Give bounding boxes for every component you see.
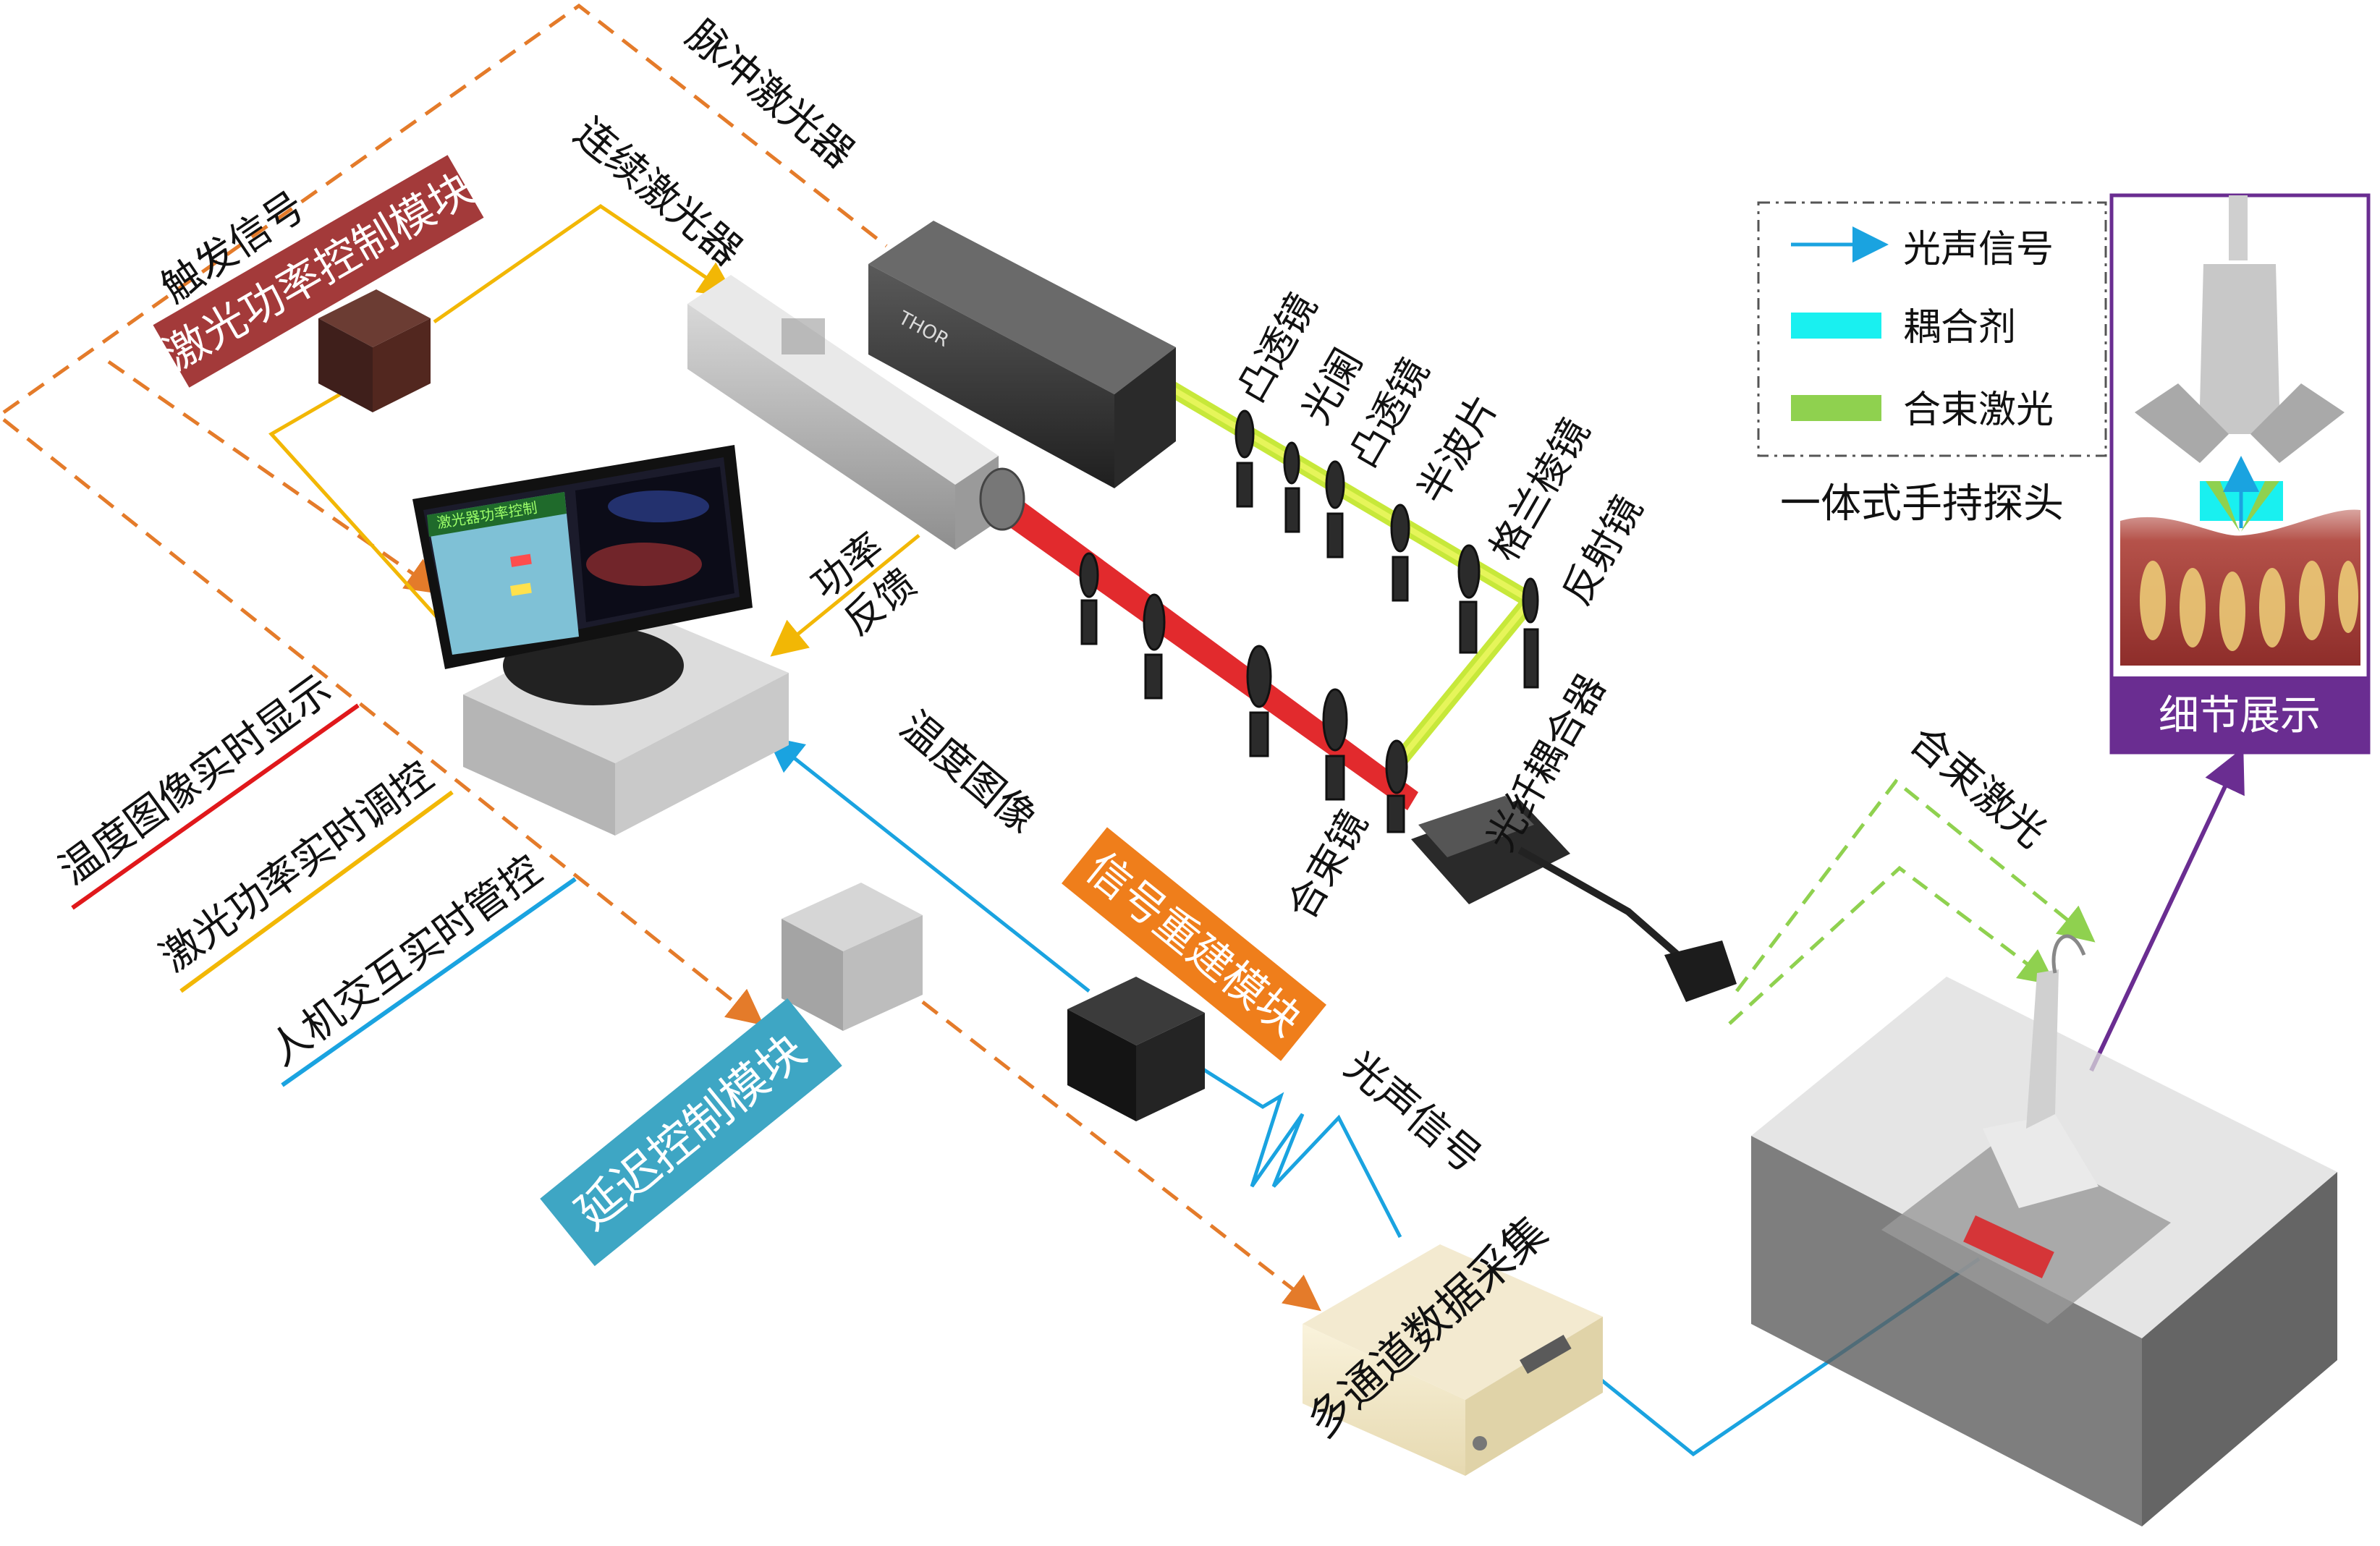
desk-front bbox=[463, 695, 615, 836]
handheld-probe-small bbox=[1664, 940, 1737, 1002]
signal-recon-cube bbox=[1067, 977, 1205, 1121]
detail-arrow bbox=[2089, 747, 2245, 1072]
fiber-coupler-stage bbox=[1411, 796, 1737, 1002]
detail-beam-left bbox=[2206, 481, 2240, 532]
combined-line-2 bbox=[1728, 865, 2056, 1025]
label-probe: 一体式手持探头 bbox=[1780, 480, 2064, 527]
daq-unit bbox=[1303, 1244, 1603, 1476]
trigger-lines bbox=[2, 3, 1321, 1312]
power-line-to-monitor bbox=[268, 392, 443, 624]
label-pa-signal: 光声信号 bbox=[1336, 1042, 1490, 1183]
module-delay-label: 延迟控制模块 bbox=[567, 1024, 816, 1240]
legend-swatch-coupling bbox=[1791, 313, 1881, 339]
label-half-wave: 半波片 bbox=[1409, 387, 1507, 511]
label-beam-combiner: 合束镜 bbox=[1279, 803, 1377, 927]
power-feedback-line bbox=[770, 534, 920, 657]
module-delay: 延迟控制模块 bbox=[540, 998, 842, 1267]
power-control-cube bbox=[318, 289, 431, 412]
gui-panel bbox=[427, 492, 579, 655]
pulse-laser: THOR bbox=[868, 221, 1176, 488]
workstation: 激光器功率控制 bbox=[412, 445, 789, 836]
label-temp-image: 温度图像 bbox=[891, 702, 1045, 843]
legend: 光声信号 耦合剂 合束激光 bbox=[1757, 201, 2107, 457]
legend-label-combined: 合束激光 bbox=[1903, 388, 2054, 432]
gui-title-bar bbox=[427, 492, 567, 537]
label-mirror: 反射镜 bbox=[1554, 488, 1652, 613]
water-tank bbox=[1751, 934, 2337, 1526]
feature-line-temp bbox=[71, 703, 360, 910]
legend-frame bbox=[1757, 201, 2107, 457]
cw-laser bbox=[687, 275, 1025, 550]
signal-wire-1 bbox=[1193, 1061, 1402, 1239]
detail-panel: 细节展示 bbox=[2109, 193, 2371, 755]
daq-display bbox=[1520, 1335, 1572, 1375]
label-cw-laser: 连续激光器 bbox=[565, 109, 750, 276]
trigger-line-left bbox=[2, 418, 764, 1026]
feature-line-hmi bbox=[281, 877, 577, 1087]
power-lines bbox=[268, 203, 920, 657]
combined-line-1 bbox=[1735, 778, 2096, 993]
fiber-cable bbox=[1517, 846, 1689, 965]
probe-in-tank bbox=[1983, 1114, 2099, 1208]
label-combined-laser: 合束激光 bbox=[1900, 717, 2054, 857]
power-line-to-cw bbox=[433, 203, 736, 324]
temp-image-line bbox=[766, 736, 1091, 993]
feature-line-power bbox=[179, 790, 454, 993]
detail-caption-bg bbox=[2112, 676, 2368, 752]
detail-beam-right bbox=[2241, 481, 2279, 532]
desk-side bbox=[615, 673, 789, 836]
legend-label-pa: 光声信号 bbox=[1903, 228, 2054, 271]
trigger-line-mid bbox=[107, 360, 443, 595]
optics-mounts bbox=[1079, 409, 1539, 833]
legend-label-coupling: 耦合剂 bbox=[1903, 306, 2016, 349]
detail-probe-body bbox=[2200, 264, 2279, 434]
legend-swatch-combined bbox=[1791, 395, 1881, 421]
trigger-line-delay bbox=[921, 1001, 1321, 1312]
trigger-line-outer bbox=[2, 3, 888, 415]
delay-control-cube bbox=[782, 883, 923, 1031]
combined-laser-lines bbox=[1728, 778, 2096, 1025]
detail-caption: 细节展示 bbox=[2159, 692, 2321, 739]
red-beam bbox=[1006, 499, 1418, 810]
